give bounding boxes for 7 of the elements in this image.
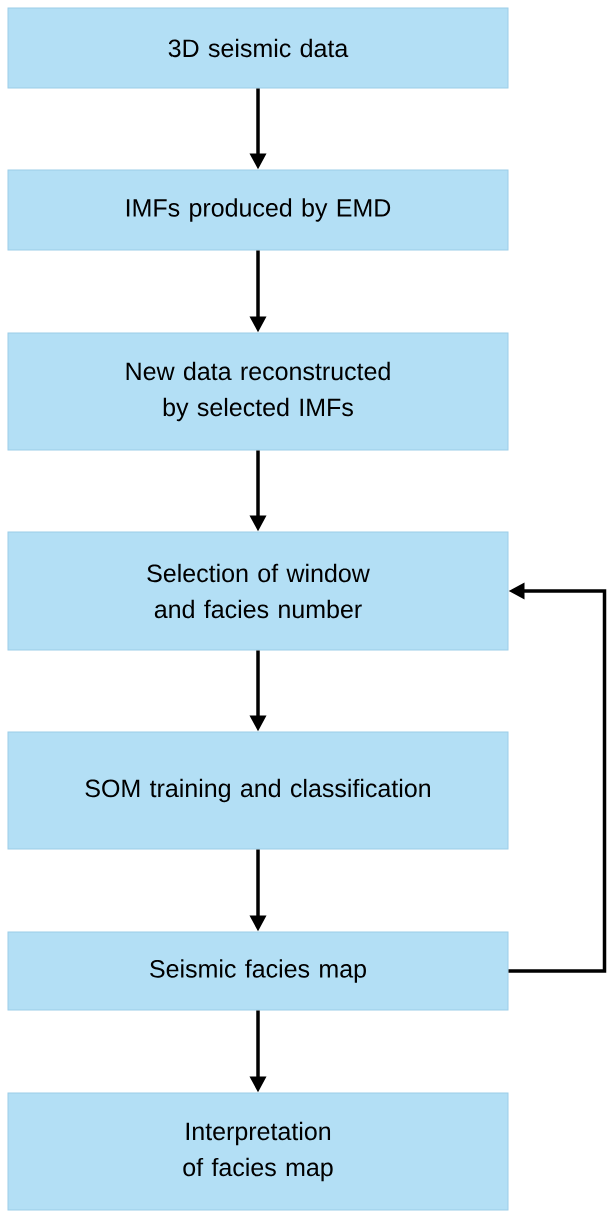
process-box: 3D seismic data [7, 7, 509, 89]
process-box: Selection of window and facies number [7, 531, 509, 651]
process-box: IMFs produced by EMD [7, 169, 509, 251]
process-box: Seismic facies map [7, 931, 509, 1011]
process-box: SOM training and classification [7, 731, 509, 850]
process-box: Interpretation of facies map [7, 1092, 509, 1211]
process-box: New data reconstructed by selected IMFs [7, 332, 509, 451]
